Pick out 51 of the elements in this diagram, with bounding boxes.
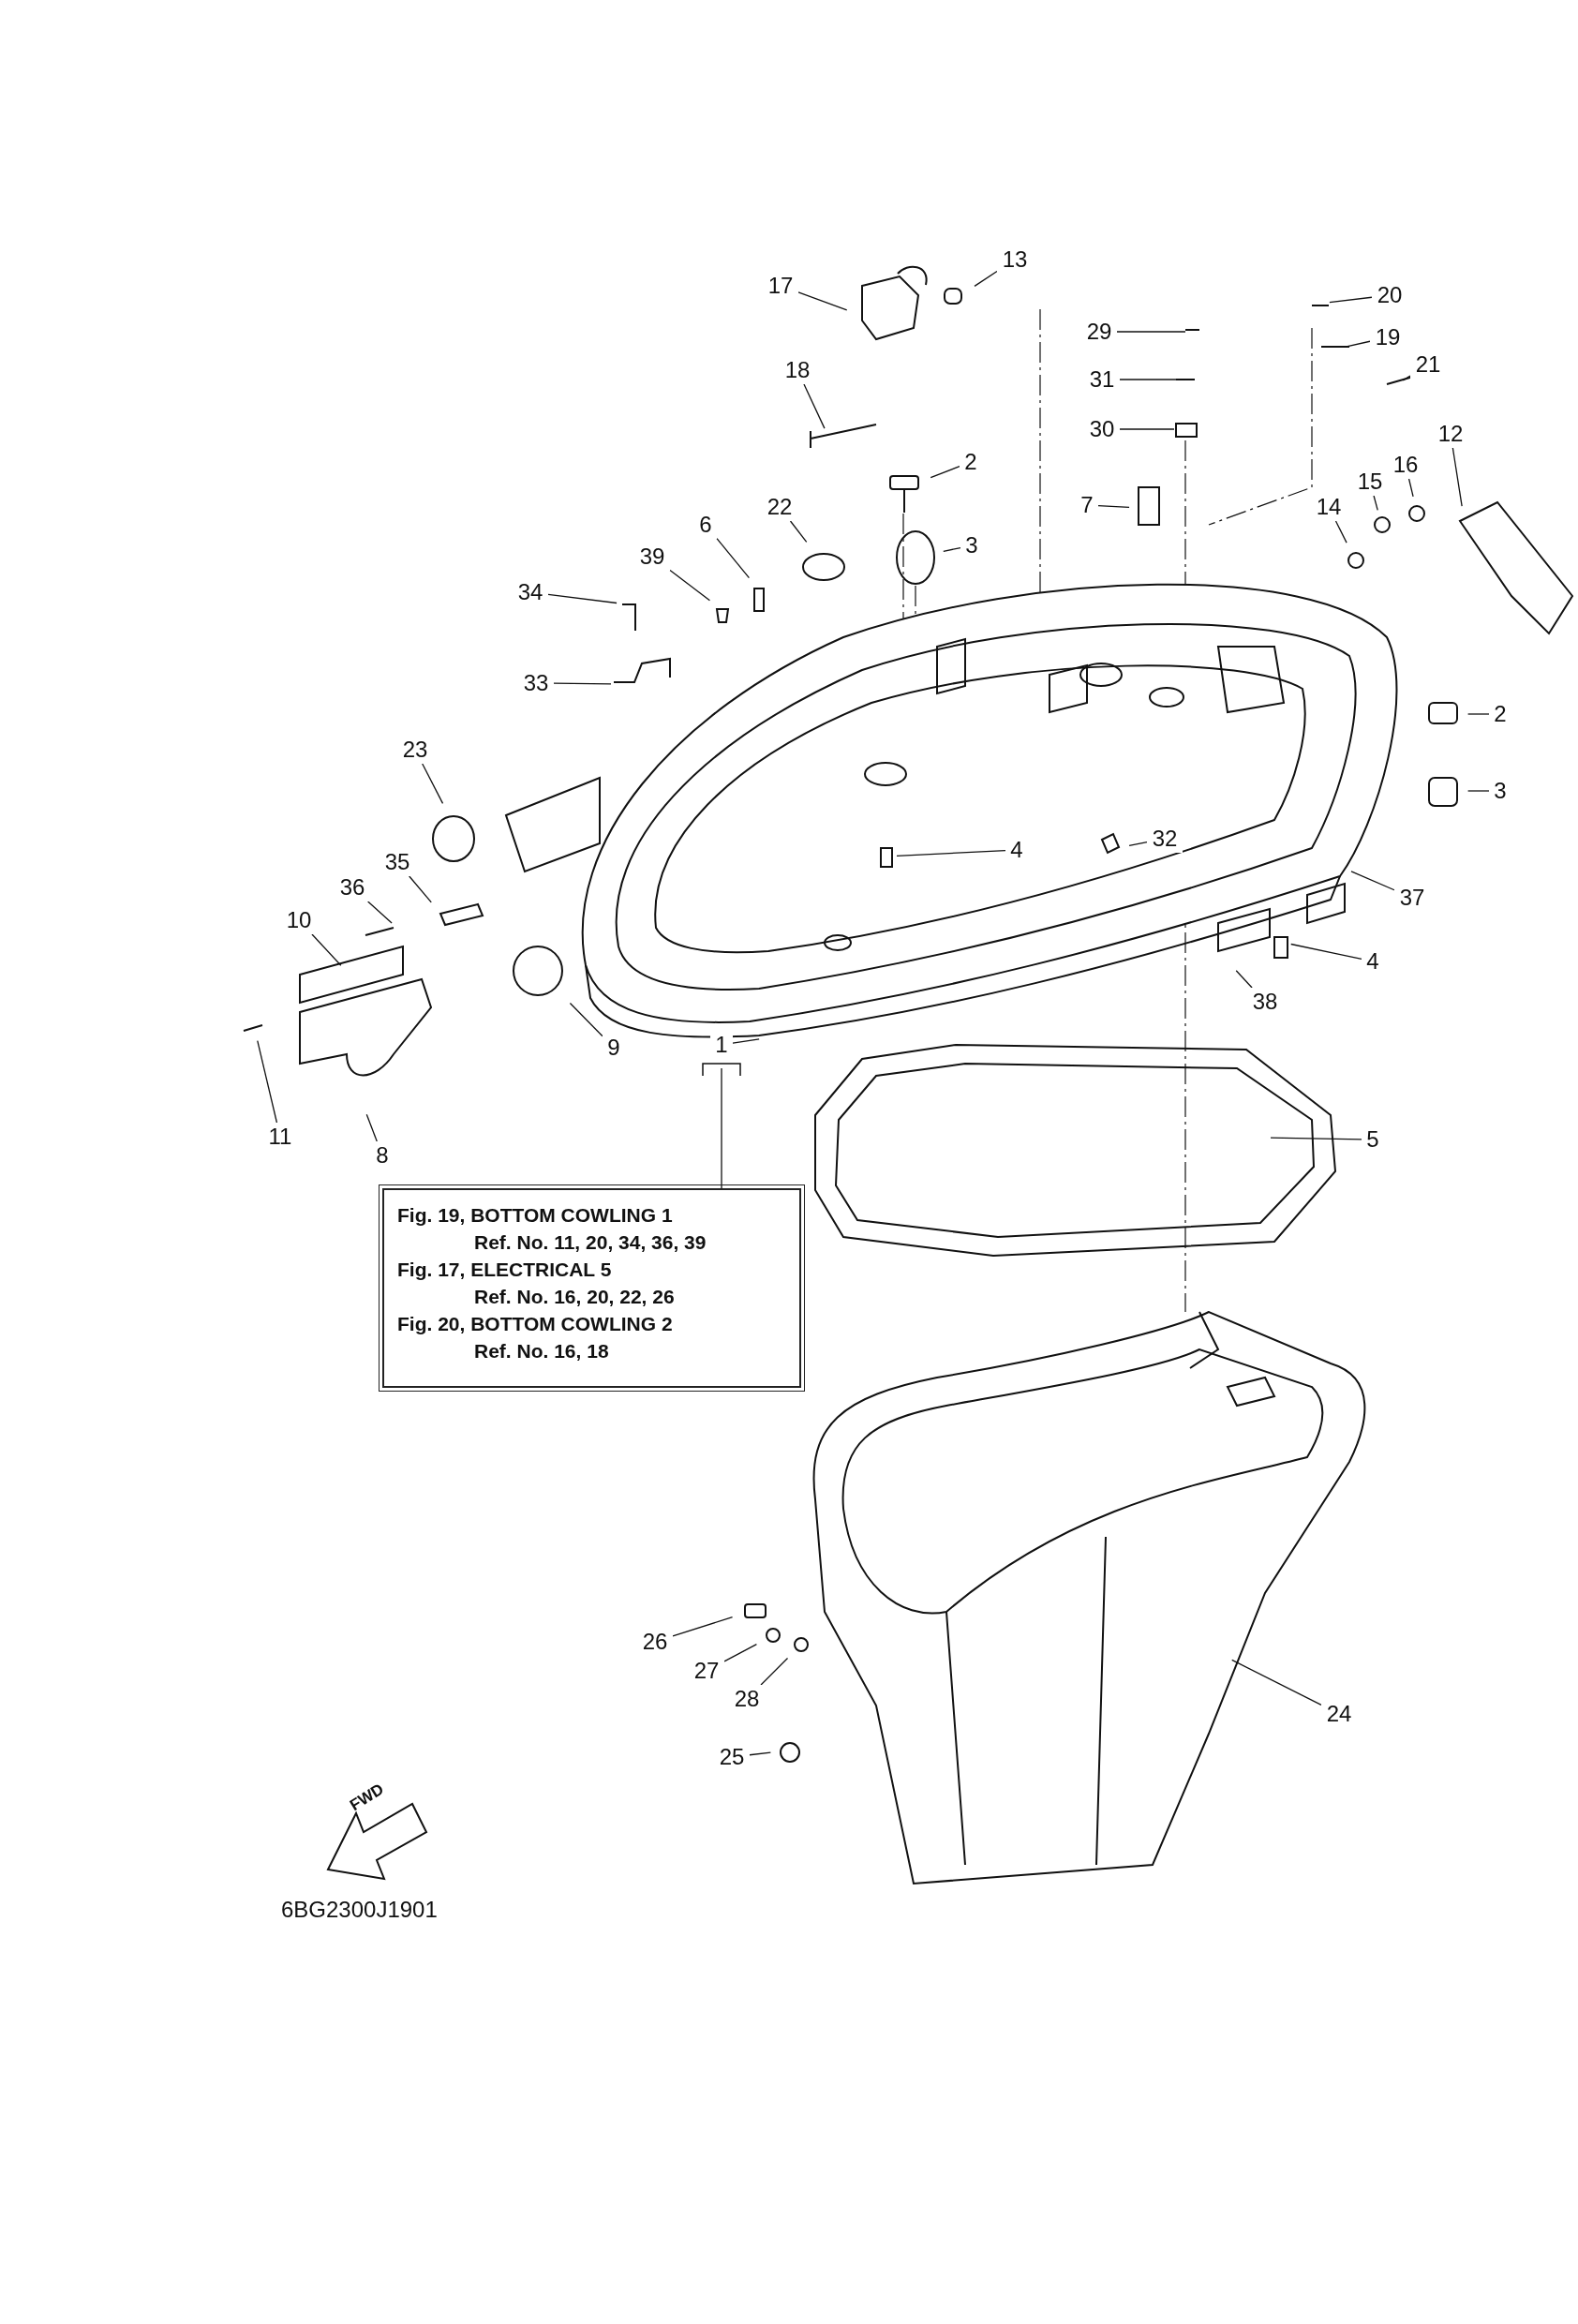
leader-line — [569, 1002, 603, 1037]
leader-line — [1334, 520, 1347, 544]
reference-note: Ref. No. 11, 20, 34, 36, 39 — [473, 1230, 707, 1255]
leader-line — [1466, 790, 1490, 792]
leader-line — [943, 546, 961, 552]
leader-line — [311, 933, 342, 966]
leader-line — [1373, 495, 1378, 512]
leader-line — [257, 1040, 278, 1124]
reference-note: Ref. No. 16, 20, 22, 26 — [473, 1285, 676, 1309]
reference-note: Fig. 17, ELECTRICAL 5 — [397, 1258, 613, 1282]
leader-line — [789, 520, 808, 544]
leader-line — [1128, 842, 1148, 847]
leader-line — [1097, 505, 1130, 508]
leader-line — [1344, 340, 1371, 349]
direction-label: FWD — [347, 1780, 388, 1815]
leader-line — [1402, 375, 1411, 381]
leader-line — [669, 569, 711, 602]
leader-line — [547, 593, 618, 604]
leader-line — [1329, 296, 1373, 304]
leader-line — [1270, 1137, 1362, 1140]
leader-line — [672, 1616, 734, 1637]
reference-note: Fig. 19, BOTTOM COWLING 1 — [397, 1203, 674, 1228]
leader-line — [930, 466, 960, 479]
leader-line — [1290, 943, 1362, 961]
leader-line — [422, 763, 444, 804]
leader-line — [716, 538, 751, 579]
leader-line — [1119, 428, 1175, 430]
drawing-code: 6BG2300J1901 — [281, 1897, 438, 1923]
leader-line — [803, 383, 826, 429]
leader-line — [749, 1751, 772, 1756]
leader-line — [1119, 379, 1186, 380]
leader-line — [1350, 871, 1395, 891]
leader-line — [732, 1038, 760, 1044]
leader-line — [723, 1644, 758, 1662]
leader-line — [1235, 970, 1253, 989]
leader-line — [1116, 331, 1186, 333]
leader-line — [760, 1657, 789, 1686]
leader-line — [365, 1113, 378, 1142]
reference-note: Ref. No. 16, 18 — [473, 1339, 610, 1363]
leader-line — [1466, 713, 1490, 715]
leader-line — [721, 1067, 722, 1189]
leader-line — [1407, 478, 1414, 498]
leader-line — [367, 901, 393, 924]
reference-note: Fig. 20, BOTTOM COWLING 2 — [397, 1312, 674, 1336]
leader-line — [553, 682, 612, 685]
leader-line — [1231, 1659, 1322, 1706]
leader-line — [797, 291, 848, 311]
leader-line — [974, 270, 998, 288]
leader-line — [409, 875, 432, 903]
leader-line — [1451, 447, 1463, 507]
leader-line — [896, 849, 1006, 857]
